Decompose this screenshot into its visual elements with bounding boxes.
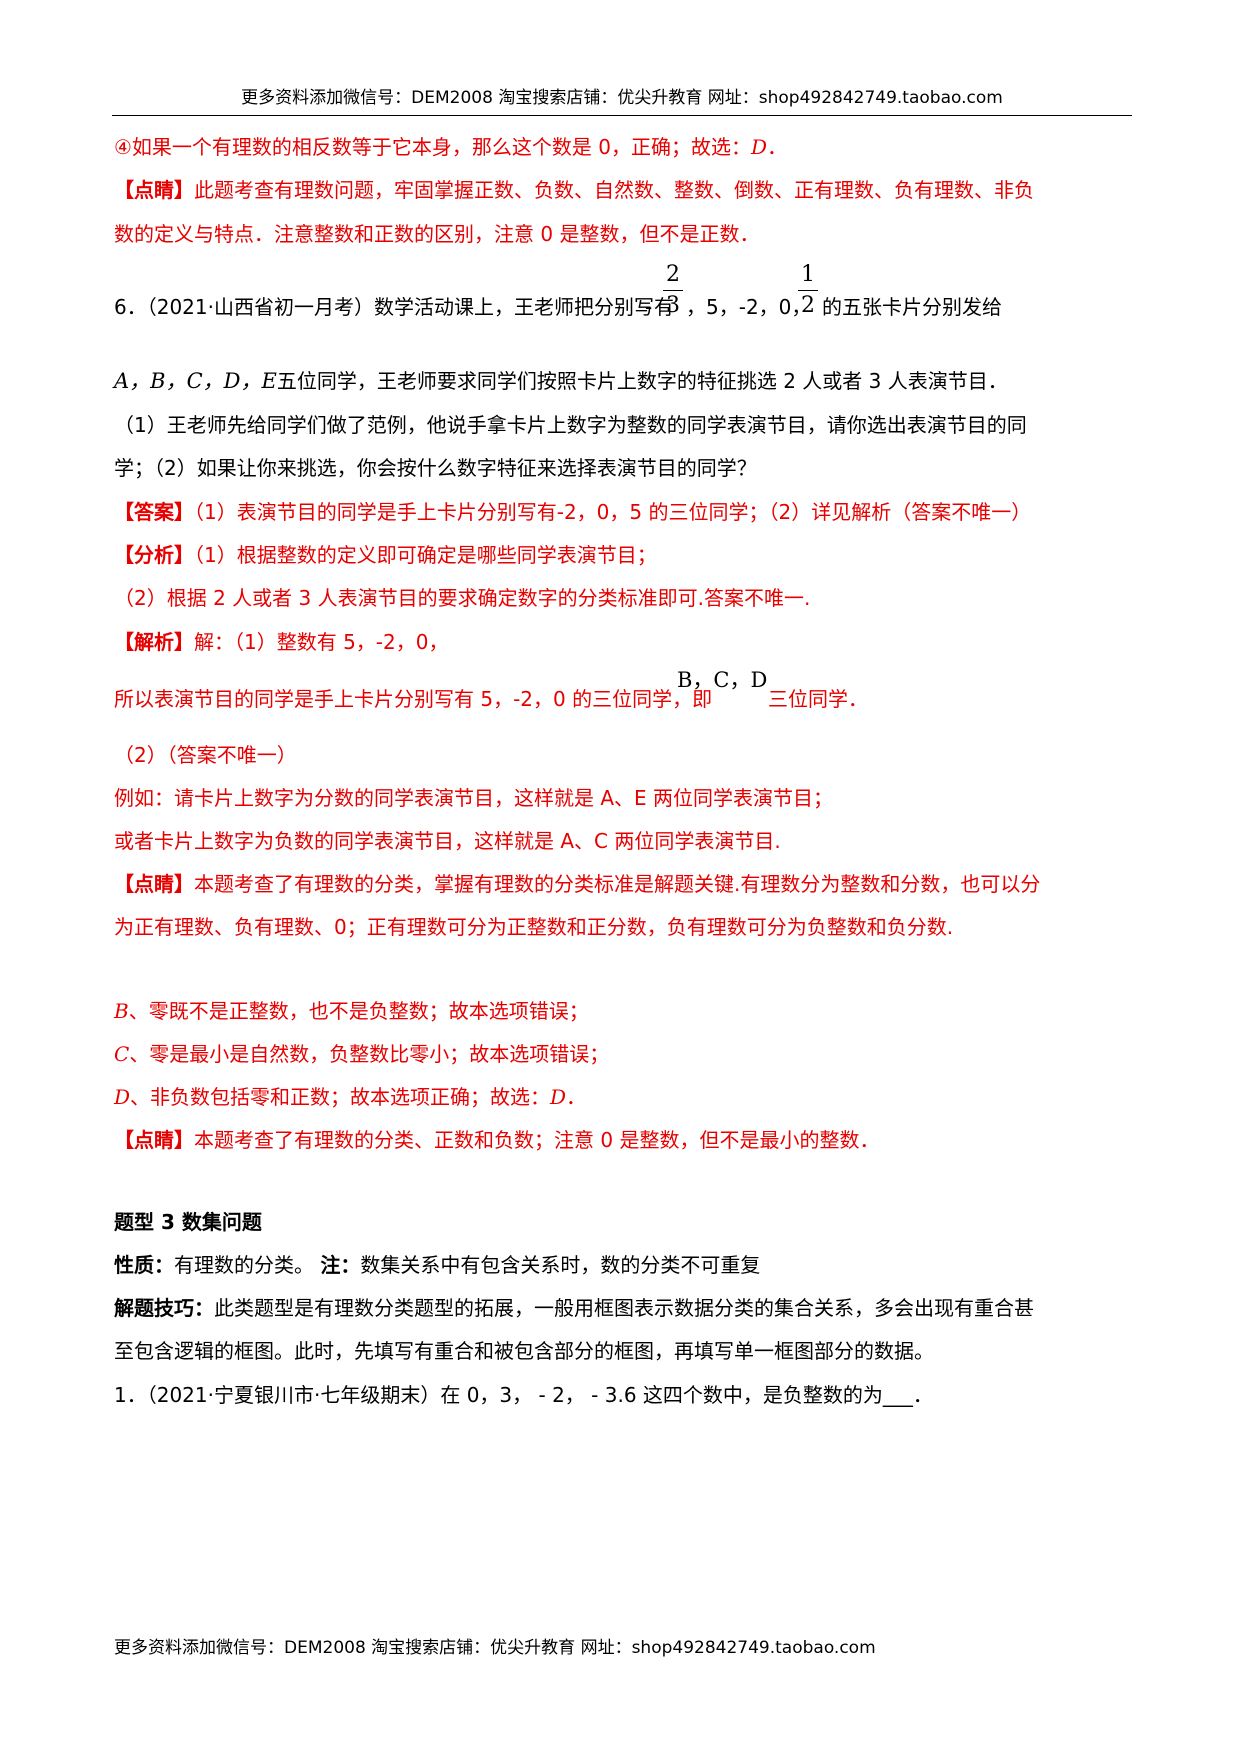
q6-dianjing-line1: 【点睛】本题考查了有理数的分类，掌握有理数的分类标准是解题关键.有理数分为整数和… (114, 872, 1041, 896)
option-b-line: B、零既不是正整数，也不是负整数；故本选项错误； (114, 999, 589, 1023)
q6-minus-sign: - (645, 295, 653, 319)
dianjing-tag: 【点睛】 (114, 178, 194, 202)
solution-line2-end: 三位同学． (768, 687, 868, 711)
q6-stem-part2: 的五张卡片分别发给 (822, 295, 1002, 319)
answer-tag: 【答案】 (114, 500, 194, 524)
dianjing-tag: 【点睛】 (114, 1128, 194, 1152)
intro-dianjing-line2: 数的定义与特点．注意整数和正数的区别，注意 0 是整数，但不是正数． (114, 222, 760, 246)
section3-tips-line2: 至包含逻辑的框图。此时，先填写有重合和被包含部分的框图，再填写单一框图部分的数据… (114, 1339, 934, 1363)
part2-line: （2）（答案不唯一） (114, 743, 297, 767)
section3-question1: 1．（2021·宁夏银川市·七年级期末）在 0，3， - 2， - 3.6 这四… (114, 1383, 933, 1407)
q6-stem-line2: A，B，C，D，E五位同学，王老师要求同学们按照卡片上数字的特征挑选 2 人或者… (114, 369, 1008, 393)
analysis-tag: 【分析】 (114, 543, 194, 567)
solution-tag: 【解析】 (114, 630, 194, 654)
option-d-line: D、非负数包括零和正数；故本选项正确；故选：D． (114, 1085, 587, 1109)
analysis-line2: （2）根据 2 人或者 3 人表演节目的要求确定数字的分类标准即可.答案不唯一. (114, 586, 811, 610)
dianjing-tag: 【点睛】 (114, 872, 194, 896)
answer-line: 【答案】（1）表演节目的同学是手上卡片分别写有-2，0，5 的三位同学；（2）详… (114, 500, 1032, 524)
solution-line1: 【解析】解：（1）整数有 5，-2，0， (114, 630, 449, 654)
intro-dianjing-line1: 【点睛】此题考查有理数问题，牢固掌握正数、负数、自然数、整数、倒数、正有理数、负… (114, 178, 1034, 202)
example-line1: 例如：请卡片上数字为分数的同学表演节目，这样就是 A、E 两位同学表演节目； (114, 786, 834, 810)
analysis-line1: 【分析】（1）根据整数的定义即可确定是哪些同学表演节目； (114, 543, 657, 567)
students-letters: A，B，C，D，E (114, 369, 277, 393)
q6-sub-line2: 学；（2）如果让你来挑选，你会按什么数字特征来选择表演节目的同学？ (114, 456, 757, 480)
fraction-one-half: 1 2 (798, 262, 818, 319)
solution-letters: B，C，D (677, 668, 768, 692)
section3-tips-line1: 解题技巧：此类题型是有理数分类题型的拓展，一般用框图表示数据分类的集合关系，多会… (114, 1296, 1034, 1320)
item4-line: ④如果一个有理数的相反数等于它本身，那么这个数是 0，正确；故选：D． (114, 135, 788, 159)
section3-title: 题型 3 数集问题 (114, 1210, 262, 1234)
q6-dianjing-line2: 为正有理数、负有理数、0；正有理数可分为正整数和正分数，负有理数可分为负整数和负… (114, 915, 954, 939)
q6-sub-line1: （1）王老师先给同学们做了范例，他说手拿卡片上数字为整数的同学表演节目，请你选出… (114, 413, 1027, 437)
example-line2: 或者卡片上数字为负数的同学表演节目，这样就是 A、C 两位同学表演节目. (114, 829, 781, 853)
solution-line2: 所以表演节目的同学是手上卡片分别写有 5，-2，0 的三位同学，即 (114, 687, 713, 711)
q6-stem-part1: 6．（2021·山西省初一月考）数学活动课上，王老师把分别写有 (114, 295, 674, 319)
page-footer: 更多资料添加微信号：DEM2008 淘宝搜索店铺：优尖升教育 网址：shop49… (114, 1638, 876, 1658)
options-dianjing-line: 【点睛】本题考查了有理数的分类、正数和负数；注意 0 是整数，但不是最小的整数． (114, 1128, 880, 1152)
fraction-two-thirds: 2 3 (663, 262, 683, 319)
q6-stem-values: ，5，-2，0， (686, 295, 812, 319)
section3-nature-line: 性质：有理数的分类。 注：数集关系中有包含关系时，数的分类不可重复 (114, 1253, 761, 1277)
option-c-line: C、零是最小是自然数，负整数比零小；故本选项错误； (114, 1042, 610, 1066)
header-divider (112, 115, 1132, 116)
page-header: 更多资料添加微信号：DEM2008 淘宝搜索店铺：优尖升教育 网址：shop49… (241, 88, 1003, 108)
